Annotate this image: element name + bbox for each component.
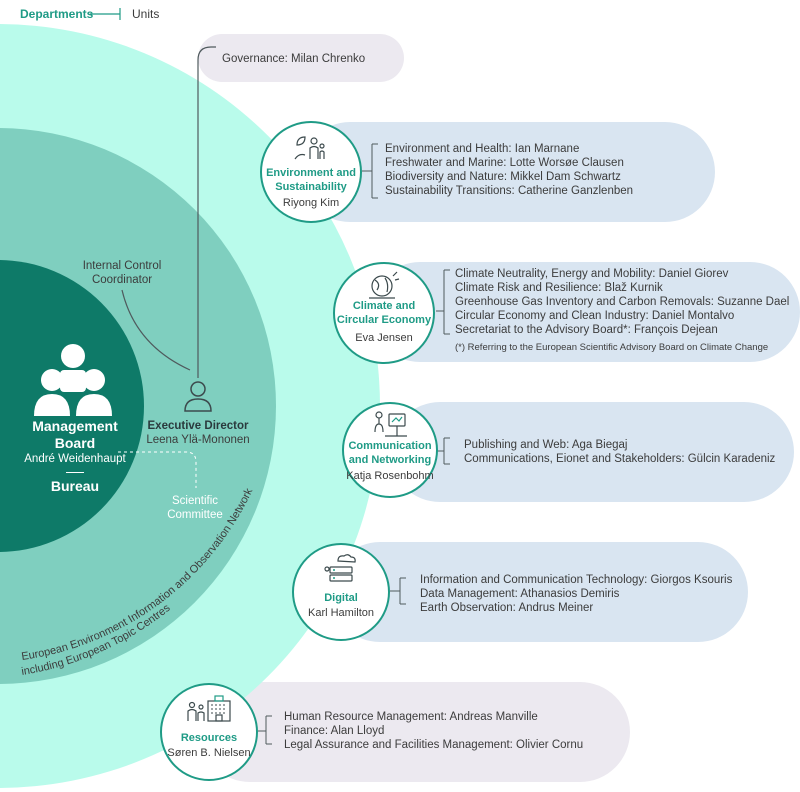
unit-item: Data Management: Athanasios Demiris [420, 588, 620, 600]
governance-label: Governance: Milan Chrenko [222, 53, 366, 65]
department-digital[interactable]: Digital Karl Hamilton [292, 543, 390, 641]
unit-item: Greenhouse Gas Inventory and Carbon Remo… [455, 296, 790, 308]
units-environment: Environment and Health: Ian Marnane Fres… [385, 142, 633, 198]
person-icon [184, 381, 212, 412]
governance-connector [197, 46, 216, 186]
department-digital-head: Karl Hamilton [307, 607, 375, 619]
department-environment-head: Riyong Kim [282, 197, 340, 209]
pill-environment [300, 122, 715, 222]
units-digital: Information and Communication Technology… [420, 573, 732, 615]
department-digital-name: Digital [324, 592, 358, 604]
unit-item: Climate Neutrality, Energy and Mobility:… [455, 268, 729, 280]
pill-communication [390, 402, 794, 502]
internal-control-connector [121, 289, 191, 371]
unit-item: Sustainability Transitions: Catherine Ga… [385, 185, 634, 197]
units-resources: Human Resource Management: Andreas Manvi… [284, 710, 583, 752]
executive-director-title: Executive Director [147, 420, 249, 432]
environment-icon [294, 136, 325, 160]
people-group-icon [34, 344, 112, 416]
department-climate-head: Eva Jensen [355, 332, 413, 344]
climate-footnote: (*) Referring to the European Scientific… [455, 342, 769, 353]
department-climate-name: Climate and Circular Economy [336, 300, 432, 326]
unit-item: Publishing and Web: Aga Biegaj [464, 439, 628, 451]
unit-item: Climate Risk and Resilience: Blaž Kurnik [455, 282, 663, 294]
server-cloud-icon [324, 554, 356, 582]
management-board-person: André Weidenhaupt [24, 453, 126, 465]
unit-item: Legal Assurance and Facilities Managemen… [284, 739, 584, 751]
department-communication-head: Katja Rosenbohm [346, 470, 434, 482]
unit-item: Information and Communication Technology… [420, 574, 733, 586]
legend-units: Units [132, 7, 160, 21]
pill-resources [200, 682, 630, 782]
management-board-title: Management Board [32, 418, 118, 451]
department-communication-name: Communication and Networking [348, 440, 432, 466]
management-board-circle [0, 260, 144, 552]
pill-climate [370, 262, 800, 362]
department-communication[interactable]: Communication and Networking Katja Rosen… [342, 402, 438, 498]
units-communication: Publishing and Web: Aga Biegaj Communica… [464, 438, 775, 466]
units-climate: Climate Neutrality, Energy and Mobility:… [455, 267, 789, 337]
department-resources-name: Resources [180, 732, 238, 744]
executive-director-person: Leena Ylä-Mononen [146, 434, 250, 446]
unit-item: Freshwater and Marine: Lotte Worsøe Clau… [385, 157, 624, 169]
department-resources[interactable]: Resources Søren B. Nielsen [160, 683, 258, 781]
svg-text:European Environment Informati: European Environment Information and Obs… [21, 486, 256, 663]
unit-item: Human Resource Management: Andreas Manvi… [284, 711, 538, 723]
legend-departments: Departments [20, 7, 94, 21]
communication-icon [374, 411, 407, 437]
bureau-divider [66, 472, 84, 473]
scientific-committee-connector [118, 451, 197, 488]
scientific-committee-label: Scientific Committee [167, 495, 223, 521]
unit-item: Biodiversity and Nature: Mikkel Dam Schw… [385, 171, 621, 183]
unit-item: Communications, Eionet and Stakeholders:… [464, 453, 776, 465]
department-resources-head: Søren B. Nielsen [167, 747, 251, 759]
department-environment-name: Environment and Sustainability [266, 167, 356, 193]
building-people-icon [187, 695, 231, 722]
department-environment[interactable]: Environment and Sustainability Riyong Ki… [260, 121, 362, 223]
unit-item: Secretariat to the Advisory Board*: Fran… [455, 324, 718, 336]
department-climate[interactable]: Climate and Circular Economy Eva Jensen [333, 262, 435, 364]
governance-pill [198, 34, 404, 82]
unit-item: Finance: Alan Lloyd [284, 725, 385, 737]
bureau-label: Bureau [50, 478, 100, 494]
globe-icon [369, 271, 400, 299]
unit-item: Circular Economy and Clean Industry: Dan… [455, 310, 735, 322]
internal-control-label: Internal Control Coordinator [82, 260, 162, 286]
unit-item: Environment and Health: Ian Marnane [385, 143, 580, 155]
unit-item: Earth Observation: Andrus Meiner [420, 602, 594, 614]
pill-digital [330, 542, 748, 642]
